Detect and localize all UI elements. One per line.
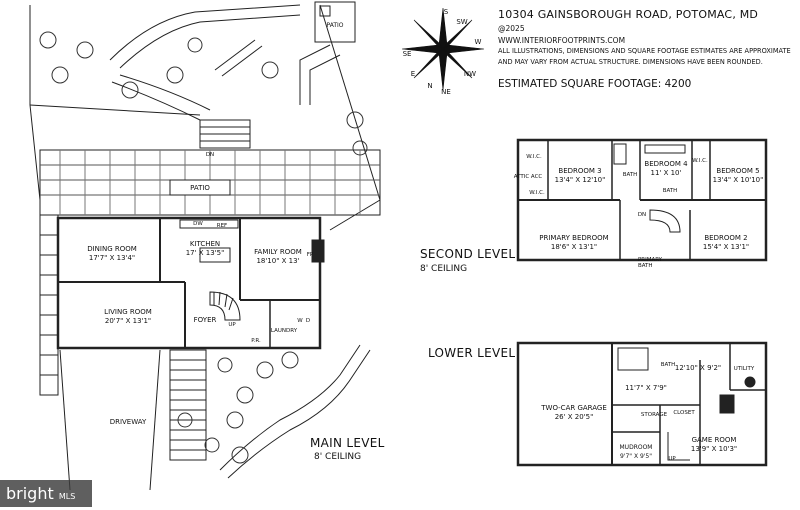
square-footage: ESTIMATED SQUARE FOOTAGE: 4200 bbox=[498, 78, 692, 90]
kitchen: KITCHEN 17' X 13'5" bbox=[185, 240, 225, 257]
driveway-label: DRIVEWAY bbox=[109, 418, 147, 426]
compass-sw: SW bbox=[456, 18, 468, 26]
patio-top-label: PATIO bbox=[326, 22, 344, 29]
side-stone bbox=[39, 214, 59, 396]
dining-room: DINING ROOM 17'7" X 13'4" bbox=[87, 245, 137, 262]
site-boundary-top bbox=[29, 104, 201, 116]
bath-label-1: BATH bbox=[622, 172, 638, 178]
stair-dn-label: DN bbox=[205, 152, 215, 158]
wic-label-1: W.I.C. bbox=[526, 154, 542, 160]
copyright: @2025 bbox=[498, 24, 525, 33]
property-address: 10304 GAINSBOROUGH ROAD, POTOMAC, MD bbox=[498, 8, 759, 21]
fireplace bbox=[311, 239, 325, 263]
site-boundary-left bbox=[29, 5, 41, 201]
primary-bedroom: PRIMARY BEDROOM 18'6" X 13'1" bbox=[539, 234, 609, 251]
attic-label: ATTIC ACC bbox=[513, 174, 543, 180]
two-car-garage: TWO-CAR GARAGE 26' X 20'5" bbox=[541, 404, 607, 421]
garden-path bbox=[219, 344, 361, 471]
closet-label: CLOSET bbox=[673, 410, 695, 416]
top-patio-shape bbox=[314, 1, 356, 43]
disclaimer: ALL ILLUSTRATIONS, DIMENSIONS AND SQUARE… bbox=[498, 47, 791, 66]
game-room: GAME ROOM 13'9" X 10'3" bbox=[690, 436, 738, 453]
mudroom: MUDROOM 9'7" X 9'5" bbox=[619, 444, 653, 460]
bedroom-3: BEDROOM 3 13'4" X 12'10" bbox=[554, 167, 606, 184]
storage-label: STORAGE bbox=[640, 412, 668, 418]
website: WWW.INTERIORFOOTPRINTS.COM bbox=[498, 36, 626, 45]
primary-bath: PRIMARY BATH bbox=[637, 257, 663, 269]
dw-label: DW bbox=[193, 221, 203, 227]
compass-s: S bbox=[443, 8, 449, 16]
lower-bath-label: BATH bbox=[660, 362, 676, 368]
compass-se: SE bbox=[402, 50, 412, 58]
ref-label: REF bbox=[216, 223, 228, 229]
stair-up-label: UP bbox=[228, 322, 236, 328]
foyer: FOYER bbox=[193, 316, 217, 324]
wic-label-3: W.I.C. bbox=[692, 158, 708, 164]
lower-room-b: 11'7" X 7'9" bbox=[625, 384, 667, 392]
top-steps bbox=[199, 119, 251, 149]
second-level-title: SECOND LEVEL bbox=[420, 247, 516, 261]
front-walk bbox=[169, 349, 207, 461]
lower-level-title: LOWER LEVEL bbox=[428, 346, 516, 360]
compass-rose bbox=[401, 7, 485, 91]
bedroom-5: BEDROOM 5 13'4" X 10'10" bbox=[712, 167, 764, 184]
bedroom-2: BEDROOM 2 15'4" X 13'1" bbox=[702, 234, 750, 251]
lower-up-label: UP bbox=[668, 456, 676, 462]
living-room: LIVING ROOM 20'7" X 13'1" bbox=[104, 308, 152, 325]
lower-room-a: 12'10" X 9'2" bbox=[674, 364, 722, 372]
utility-label: UTILITY bbox=[733, 366, 755, 372]
bath-label-2: BATH bbox=[662, 188, 678, 194]
main-level-title: MAIN LEVEL bbox=[310, 436, 385, 450]
patio-label: PATIO bbox=[190, 184, 210, 192]
compass-w: W bbox=[474, 38, 482, 46]
washer-label: W bbox=[297, 318, 303, 324]
powder-room-label: P.R. bbox=[251, 338, 261, 344]
site-boundary-right bbox=[319, 4, 381, 201]
laundry-label: LAUNDRY bbox=[270, 328, 298, 334]
brand-watermark: bright MLS bbox=[0, 480, 92, 507]
compass-nw: NW bbox=[463, 70, 477, 78]
compass-e: E bbox=[410, 70, 416, 78]
driveway-edge bbox=[59, 349, 71, 491]
dryer-label: D bbox=[305, 318, 311, 324]
second-dn-label: DN bbox=[637, 212, 647, 218]
second-level-ceiling: 8' CEILING bbox=[420, 264, 468, 274]
main-level-ceiling: 8' CEILING bbox=[314, 452, 362, 462]
bedroom-4: BEDROOM 4 11' X 10' bbox=[644, 160, 688, 177]
lower-level-outline bbox=[516, 341, 768, 467]
walkway-curve bbox=[109, 4, 301, 61]
compass-ne: NE bbox=[441, 88, 451, 96]
compass-n: N bbox=[427, 82, 433, 90]
family-room: FAMILY ROOM 18'10" X 13' bbox=[254, 248, 302, 265]
walkway-left bbox=[119, 74, 211, 111]
walkway-right bbox=[299, 44, 331, 105]
landscape-trees bbox=[39, 31, 368, 464]
fireplace-label: FP bbox=[306, 252, 314, 258]
wic-label-2: W.I.C. bbox=[529, 190, 545, 196]
